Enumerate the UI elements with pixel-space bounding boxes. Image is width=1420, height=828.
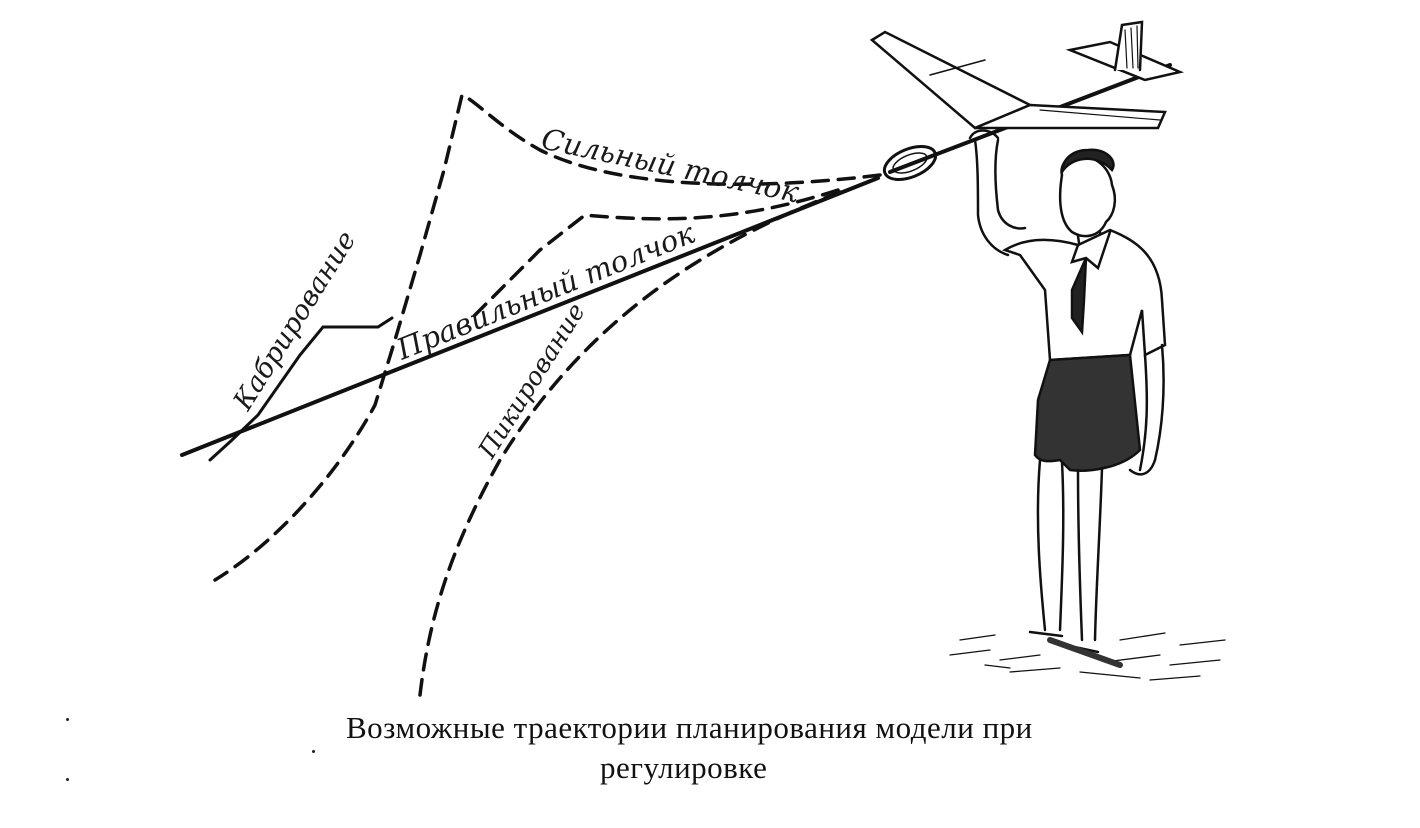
stall-label: Кабрирование bbox=[227, 226, 362, 417]
figure-caption: Возможные траектории планирования модели… bbox=[346, 708, 1246, 788]
model-glider bbox=[869, 20, 1185, 181]
ground-grass bbox=[949, 632, 1226, 681]
caption-line-2: регулировке bbox=[600, 750, 768, 785]
print-speck bbox=[312, 750, 315, 753]
strong-push-trajectory bbox=[213, 92, 882, 582]
print-speck bbox=[66, 718, 69, 721]
print-speck bbox=[66, 778, 69, 781]
strong-push-label: Сильный толчок bbox=[539, 122, 803, 210]
dive-trajectory bbox=[418, 190, 842, 697]
stall-trajectory bbox=[208, 316, 394, 462]
correct-push-dashed-variant bbox=[468, 188, 840, 322]
caption-line-1: Возможные траектории планирования модели… bbox=[346, 710, 1033, 745]
person-launching-model bbox=[968, 129, 1167, 654]
